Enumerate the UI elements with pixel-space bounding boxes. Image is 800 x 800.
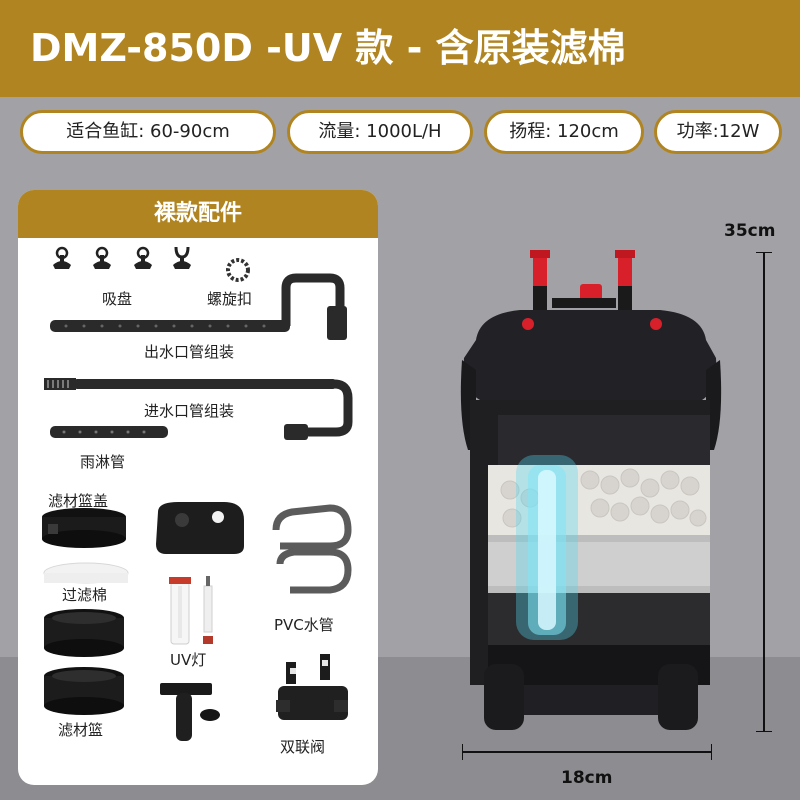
spec-head-height: 扬程: 120cm bbox=[484, 110, 644, 154]
height-label: 35cm bbox=[724, 221, 776, 241]
accessories-card-header bbox=[18, 190, 378, 238]
canister-filter-illustration bbox=[460, 250, 722, 730]
spray-bar-icon bbox=[50, 426, 168, 438]
inlet-pipe-icon bbox=[44, 378, 353, 440]
accessories-card-title: 裸款配件 bbox=[153, 201, 242, 226]
valve-icon bbox=[530, 250, 635, 316]
suction-cup-icons bbox=[53, 246, 191, 269]
label-pvc-hose: PVC水管 bbox=[274, 616, 334, 634]
screw-clip-icon bbox=[226, 258, 250, 282]
spec-power: 功率:12W bbox=[654, 110, 782, 154]
page-title: DMZ-850D -UV 款 - 含原装滤棉 bbox=[30, 26, 626, 70]
label-outlet-pipe: 出水口管组装 bbox=[144, 343, 235, 361]
label-filter-wool: 过滤棉 bbox=[62, 586, 108, 604]
label-double-valve: 双联阀 bbox=[280, 738, 326, 756]
media-basket-icon bbox=[44, 609, 124, 657]
label-media-basket: 滤材篮 bbox=[58, 721, 104, 739]
filter-wool-icon bbox=[43, 562, 129, 584]
pump-motor-icon bbox=[156, 502, 244, 554]
label-spray-bar: 雨淋管 bbox=[80, 453, 126, 471]
label-screw-clip: 螺旋扣 bbox=[207, 290, 253, 308]
label-uv-lamp: UV灯 bbox=[170, 651, 207, 669]
uv-lamp-icon bbox=[169, 576, 213, 645]
pvc-hose-icon bbox=[272, 504, 352, 594]
height-dimension-line bbox=[756, 252, 772, 732]
basket-lid-icon bbox=[42, 508, 126, 548]
double-valve-icon bbox=[276, 654, 348, 720]
label-basket-lid: 滤材篮盖 bbox=[48, 492, 109, 510]
width-dimension-line bbox=[462, 744, 712, 760]
header-banner bbox=[0, 0, 800, 97]
accessories-illustrations bbox=[42, 246, 353, 741]
label-inlet-pipe: 进水口管组装 bbox=[144, 402, 235, 420]
width-label: 18cm bbox=[561, 768, 613, 788]
spec-flow-rate: 流量: 1000L/H bbox=[287, 110, 473, 154]
accessories-card: 裸款配件 bbox=[18, 190, 378, 785]
spec-tank-size: 适合鱼缸: 60-90cm bbox=[20, 110, 276, 154]
label-suction-cup: 吸盘 bbox=[102, 290, 133, 308]
intake-strainer-icon bbox=[160, 683, 220, 741]
outlet-pipe-icon bbox=[50, 273, 347, 340]
media-basket-icon-2 bbox=[44, 667, 124, 715]
